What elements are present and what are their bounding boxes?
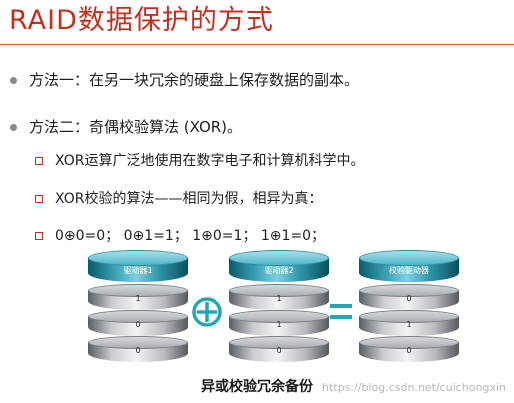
bullet-1: 方法一：在另一块冗余的硬盘上保存数据的副本。 xyxy=(10,70,359,90)
drive-cap: 校验驱动器 xyxy=(359,250,459,282)
equals-icon xyxy=(330,304,352,319)
sub-bullet-3: 0⊕0=0； 0⊕1=1； 1⊕0=1； 1⊕1=0； xyxy=(35,226,325,246)
bullet-text: 方法二：奇偶校验算法 (XOR)。 xyxy=(29,118,243,136)
disk-value: 0 xyxy=(406,346,412,355)
square-marker xyxy=(35,195,43,203)
sub-bullet-2: XOR校验的算法——相同为假，相异为真： xyxy=(35,189,322,209)
square-marker xyxy=(35,232,43,240)
bullet-2: 方法二：奇偶校验算法 (XOR)。 xyxy=(10,117,242,137)
drive-cap: 驱动器2 xyxy=(229,250,329,282)
sub-bullet-text: XOR校验的算法——相同为假，相异为真： xyxy=(55,191,323,207)
sub-bullet-text: 0⊕0=0； 0⊕1=1； 1⊕0=1； 1⊕1=0； xyxy=(55,228,326,244)
disk-platter: 1 xyxy=(229,284,329,310)
square-marker xyxy=(35,157,43,165)
disk-platter: 0 xyxy=(359,336,459,362)
disk-platter: 0 xyxy=(229,336,329,362)
disk-value: 0 xyxy=(406,294,412,303)
drive-label: 驱动器1 xyxy=(123,266,153,275)
page-title: RAID数据保护的方式 xyxy=(9,5,274,36)
disk-platter: 1 xyxy=(88,284,188,310)
circle-plus-icon xyxy=(192,297,222,327)
disk-value: 0 xyxy=(135,320,141,329)
drive-label: 驱动器2 xyxy=(264,266,294,275)
disk-platter: 0 xyxy=(88,336,188,362)
bullet-text: 方法一：在另一块冗余的硬盘上保存数据的副本。 xyxy=(29,71,360,89)
sub-bullet-1: XOR运算广泛地使用在数字电子和计算机科学中。 xyxy=(35,151,364,171)
drive-2: 0 1 1 驱动器2 xyxy=(229,250,329,366)
bullet-dot xyxy=(10,123,17,131)
drive-1: 0 0 1 驱动器1 xyxy=(88,250,188,366)
disk-platter: 0 xyxy=(359,284,459,310)
diagram-caption: 异或校验冗余备份 xyxy=(201,379,313,395)
disk-platter: 0 xyxy=(88,310,188,336)
bullet-dot xyxy=(10,76,17,84)
disk-platter: 1 xyxy=(229,310,329,336)
disk-value: 0 xyxy=(135,346,141,355)
disk-platter: 1 xyxy=(359,310,459,336)
disk-value: 1 xyxy=(276,294,282,303)
drive-label: 校验驱动器 xyxy=(389,266,429,275)
drive-cap: 驱动器1 xyxy=(88,250,188,282)
disk-value: 1 xyxy=(135,294,141,303)
parity-drive: 0 1 0 校验驱动器 xyxy=(359,250,459,366)
watermark: https://blog.csdn.net/cuichongxin xyxy=(322,381,506,394)
sub-bullet-text: XOR运算广泛地使用在数字电子和计算机科学中。 xyxy=(55,153,365,169)
disk-value: 1 xyxy=(276,320,282,329)
disk-value: 0 xyxy=(276,346,282,355)
title-divider xyxy=(0,44,514,45)
disk-value: 1 xyxy=(406,320,412,329)
